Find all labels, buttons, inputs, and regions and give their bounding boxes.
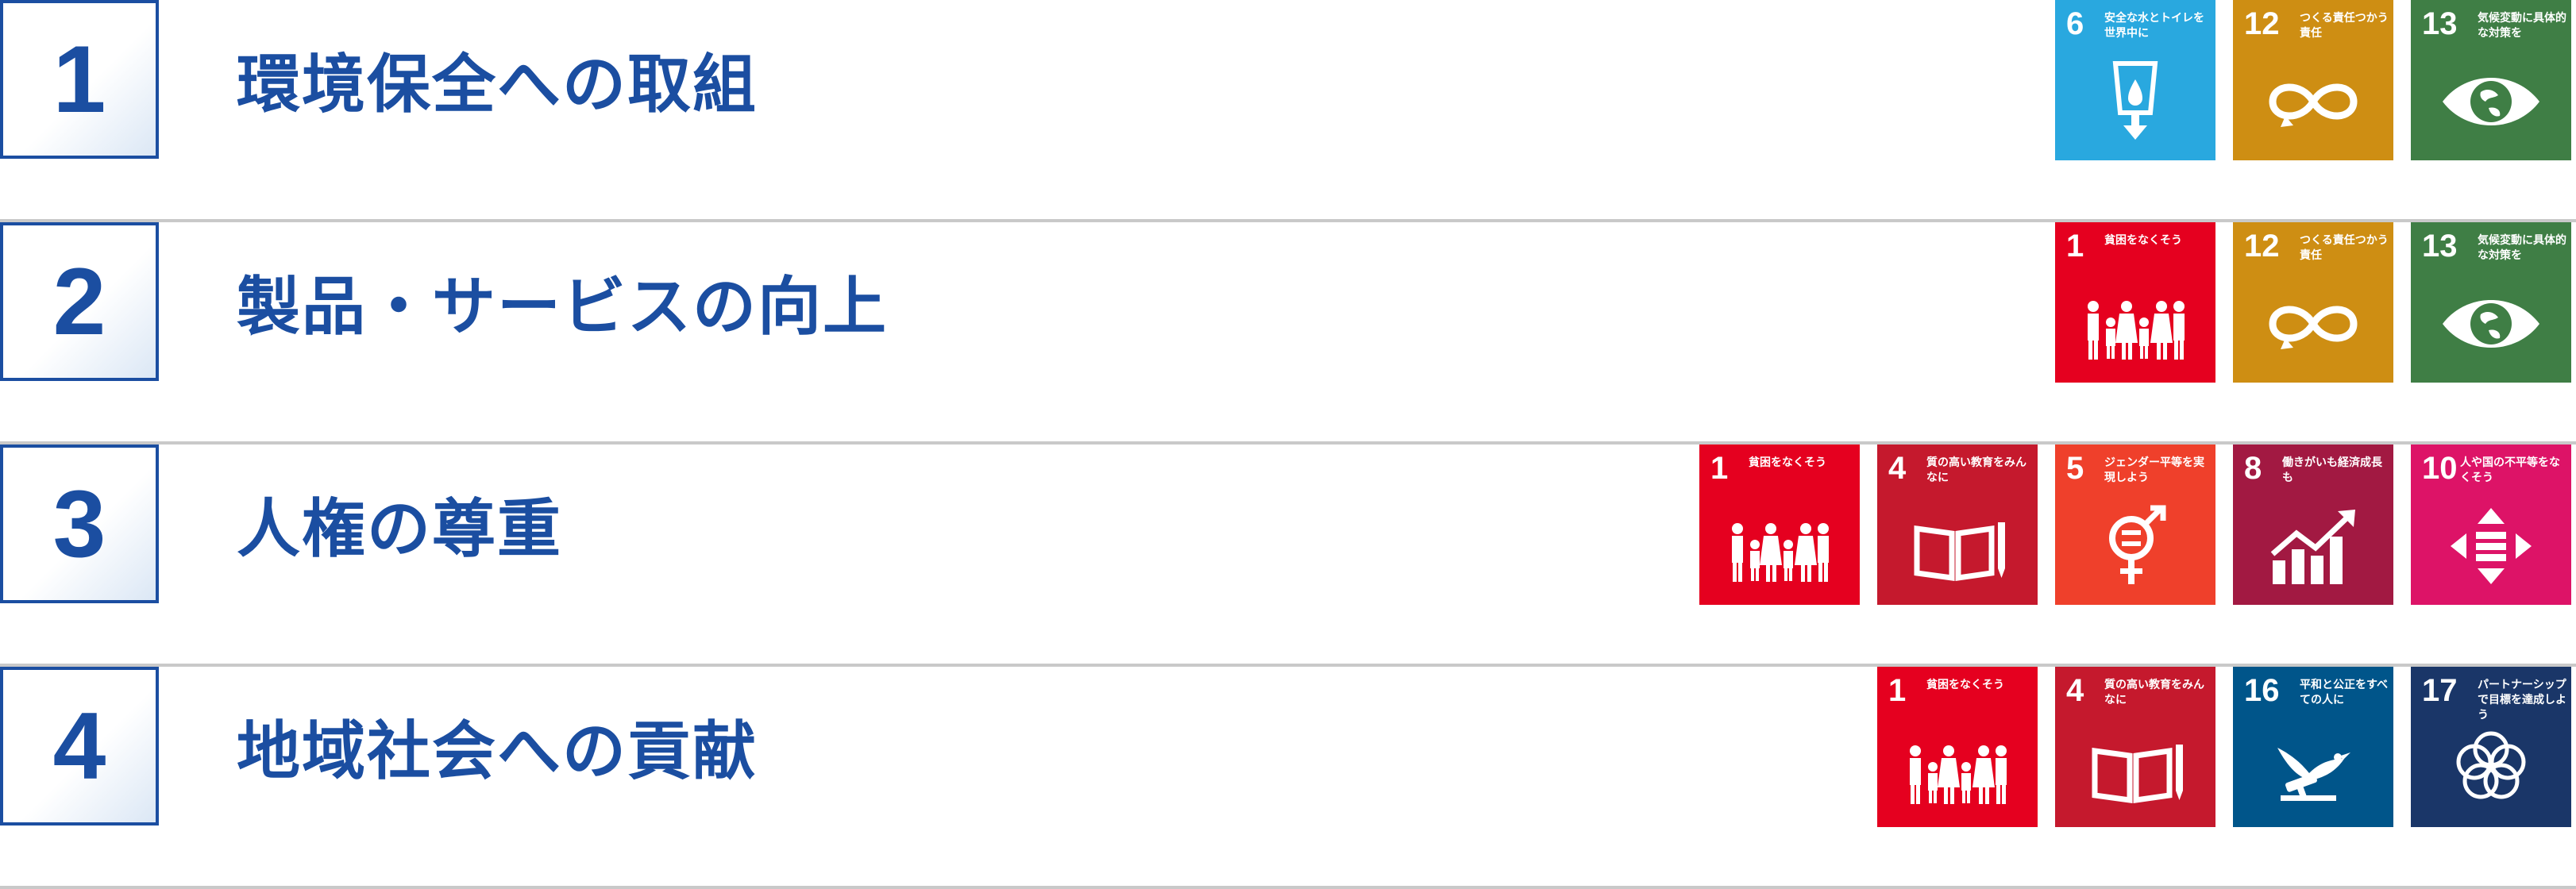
sdg-icons: 1 貧困をなくそう 4 質の高い教育をみんなに 5 ジェンダー平等を実現しよう … bbox=[1699, 444, 2571, 605]
row-title: 人権の尊重 bbox=[237, 492, 562, 566]
book-icon bbox=[1914, 522, 2005, 582]
goal-number: 17 bbox=[2422, 673, 2458, 708]
sdg-icons: 1 貧困をなくそう 12 つくる責任つかう責任 13 気候変動に具体的な対策を bbox=[2055, 222, 2571, 383]
eye-globe-icon bbox=[2443, 78, 2539, 125]
goal-label: 働きがいも経済成長も bbox=[2282, 456, 2382, 484]
water-icon bbox=[2112, 61, 2158, 140]
goal-number: 6 bbox=[2066, 6, 2084, 41]
eye-globe-icon bbox=[2443, 300, 2539, 348]
sdg-goal-tile: 13 気候変動に具体的な対策を bbox=[2411, 222, 2571, 383]
sdg-icons: 6 安全な水とトイレを世界中に 12 つくる責任つかう責任 13 気候変動に具体… bbox=[2055, 0, 2571, 160]
goal-number: 12 bbox=[2244, 229, 2280, 264]
sdg-goal-tile: 6 安全な水とトイレを世界中に bbox=[2055, 0, 2215, 160]
row-title: 地域社会への貢献 bbox=[237, 714, 758, 788]
goal-number: 10 bbox=[2422, 451, 2458, 486]
sdg-goal-tile: 5 ジェンダー平等を実現しよう bbox=[2055, 444, 2215, 605]
goal-number: 8 bbox=[2244, 451, 2262, 486]
gender-icon bbox=[2109, 505, 2166, 584]
equality-arrows-icon bbox=[2451, 508, 2532, 584]
row-number-box: 4 bbox=[0, 667, 159, 826]
goal-number: 16 bbox=[2244, 673, 2280, 708]
sdg-goal-tile: 12 つくる責任つかう責任 bbox=[2233, 222, 2393, 383]
infinity-icon bbox=[2269, 306, 2358, 349]
row-title: 製品・サービスの向上 bbox=[237, 270, 888, 344]
goal-number: 13 bbox=[2422, 229, 2458, 264]
sdg-goal-tile: 4 質の高い教育をみんなに bbox=[1877, 444, 2038, 605]
initiative-row-4: 4 地域社会への貢献 1 貧困をなくそう 4 質の高い教育をみんなに 16 平和… bbox=[0, 667, 2576, 889]
sdg-goal-tile: 1 貧困をなくそう bbox=[1699, 444, 1860, 605]
family-icon bbox=[2088, 301, 2185, 360]
goal-label: 人や国の不平等をなくそう bbox=[2460, 456, 2560, 484]
sdg-goal-tile: 17 パートナーシップで目標を達成しよう bbox=[2411, 667, 2571, 827]
goal-number: 1 bbox=[1710, 451, 1729, 486]
row-title: 環境保全への取組 bbox=[237, 48, 758, 121]
row-number-box: 1 bbox=[0, 0, 159, 159]
goal-label: 気候変動に具体的な対策を bbox=[2478, 234, 2566, 262]
row-number-box: 2 bbox=[0, 222, 159, 381]
goal-number: 1 bbox=[1888, 673, 1907, 708]
sdg-goal-tile: 1 貧困をなくそう bbox=[1877, 667, 2038, 827]
goal-number: 4 bbox=[1888, 451, 1907, 486]
goal-label: 質の高い教育をみんなに bbox=[1926, 456, 2026, 484]
goal-label: 平和と公正をすべての人に bbox=[2300, 679, 2389, 706]
goal-number: 1 bbox=[2066, 229, 2084, 264]
goal-label: 貧困をなくそう bbox=[2104, 234, 2182, 247]
goal-number: 13 bbox=[2422, 6, 2458, 41]
sdg-goal-tile: 8 働きがいも経済成長も bbox=[2233, 444, 2393, 605]
goal-label: ジェンダー平等を実現しよう bbox=[2104, 456, 2204, 484]
infinity-icon bbox=[2269, 83, 2358, 127]
sdg-goal-tile: 13 気候変動に具体的な対策を bbox=[2411, 0, 2571, 160]
goal-label: つくる責任つかう責任 bbox=[2300, 234, 2389, 262]
row-number: 2 bbox=[52, 248, 106, 355]
goal-number: 5 bbox=[2066, 451, 2084, 486]
initiative-row-3: 3 人権の尊重 1 貧困をなくそう 4 質の高い教育をみんなに 5 ジェンダー平… bbox=[0, 444, 2576, 667]
growth-chart-icon bbox=[2270, 510, 2355, 584]
goal-number: 4 bbox=[2066, 673, 2084, 708]
family-icon bbox=[1910, 745, 2007, 804]
rings-icon bbox=[2456, 731, 2526, 799]
sdg-goal-tile: 16 平和と公正をすべての人に bbox=[2233, 667, 2393, 827]
goal-label: 貧困をなくそう bbox=[1749, 456, 1826, 469]
goal-label: 貧困をなくそう bbox=[1926, 679, 2004, 691]
goal-label: 安全な水とトイレを世界中に bbox=[2104, 12, 2204, 40]
sdg-goal-tile: 12 つくる責任つかう責任 bbox=[2233, 0, 2393, 160]
family-icon bbox=[1732, 523, 1829, 582]
sdg-goal-tile: 1 貧困をなくそう bbox=[2055, 222, 2215, 383]
dove-gavel-icon bbox=[2277, 748, 2350, 801]
row-number: 3 bbox=[52, 471, 106, 577]
row-number: 4 bbox=[52, 693, 106, 799]
goal-label: パートナーシップで目標を達成しよう bbox=[2478, 679, 2566, 722]
goal-label: 気候変動に具体的な対策を bbox=[2478, 12, 2566, 40]
goal-label: 質の高い教育をみんなに bbox=[2104, 679, 2204, 706]
goal-number: 12 bbox=[2244, 6, 2280, 41]
goal-label: つくる責任つかう責任 bbox=[2300, 12, 2389, 40]
initiative-row-2: 2 製品・サービスの向上 1 貧困をなくそう 12 つくる責任つかう責任 13 … bbox=[0, 222, 2576, 444]
row-number-box: 3 bbox=[0, 444, 159, 603]
book-icon bbox=[2092, 745, 2183, 804]
sdg-goal-tile: 4 質の高い教育をみんなに bbox=[2055, 667, 2215, 827]
initiative-row-1: 1 環境保全への取組 6 安全な水とトイレを世界中に 12 つくる責任つかう責任… bbox=[0, 0, 2576, 222]
sdg-icons: 1 貧困をなくそう 4 質の高い教育をみんなに 16 平和と公正をすべての人に … bbox=[1877, 667, 2571, 827]
sdg-goal-tile: 10 人や国の不平等をなくそう bbox=[2411, 444, 2571, 605]
row-number: 1 bbox=[52, 26, 106, 133]
